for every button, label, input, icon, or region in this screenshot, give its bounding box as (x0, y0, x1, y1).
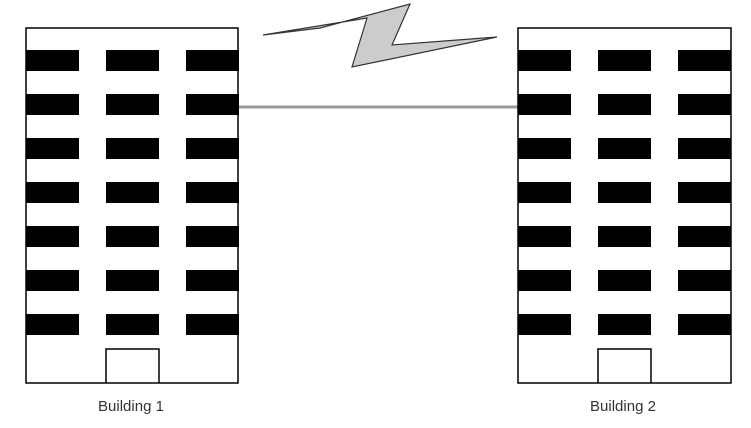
building-2-label: Building 2 (590, 398, 656, 415)
building-2-window (678, 50, 731, 71)
building-1-door (105, 348, 160, 383)
building-2-window (598, 182, 651, 203)
building-1-window (186, 182, 239, 203)
building-1-window (106, 138, 159, 159)
building-2-window (598, 314, 651, 335)
building-2: Building 2 (517, 27, 732, 415)
building-2-window (518, 138, 571, 159)
building-2-window (518, 50, 571, 71)
building-2-window (598, 270, 651, 291)
building-1-window (26, 182, 79, 203)
building-2-window (598, 94, 651, 115)
building-1-windows (26, 50, 239, 335)
building-1-window (26, 270, 79, 291)
building-2-window (678, 314, 731, 335)
building-2-windows (518, 50, 731, 335)
building-2-door (597, 348, 652, 383)
building-1-window (186, 138, 239, 159)
building-1-window (26, 314, 79, 335)
building-1-window (106, 270, 159, 291)
building-1: Building 1 (25, 27, 239, 415)
building-2-window (518, 94, 571, 115)
building-2-window (518, 270, 571, 291)
building-1-window (106, 50, 159, 71)
building-1-window (186, 226, 239, 247)
building-2-window (598, 226, 651, 247)
building-1-window (106, 226, 159, 247)
building-1-window (186, 314, 239, 335)
building-2-window (678, 138, 731, 159)
building-2-window (678, 94, 731, 115)
lightning-bolt-icon (262, 3, 498, 68)
building-2-window (598, 138, 651, 159)
building-1-window (26, 226, 79, 247)
building-2-window (598, 50, 651, 71)
building-2-window (518, 182, 571, 203)
building-1-window (106, 182, 159, 203)
building-1-window (186, 270, 239, 291)
building-2-window (518, 226, 571, 247)
building-1-window (26, 138, 79, 159)
building-1-window (106, 314, 159, 335)
building-1-window (186, 94, 239, 115)
building-1-window (186, 50, 239, 71)
building-1-window (26, 94, 79, 115)
building-2-window (678, 226, 731, 247)
building-1-label: Building 1 (98, 398, 164, 415)
building-2-window (518, 314, 571, 335)
building-2-window (678, 182, 731, 203)
building-1-window (26, 50, 79, 71)
building-2-window (678, 270, 731, 291)
building-1-window (106, 94, 159, 115)
